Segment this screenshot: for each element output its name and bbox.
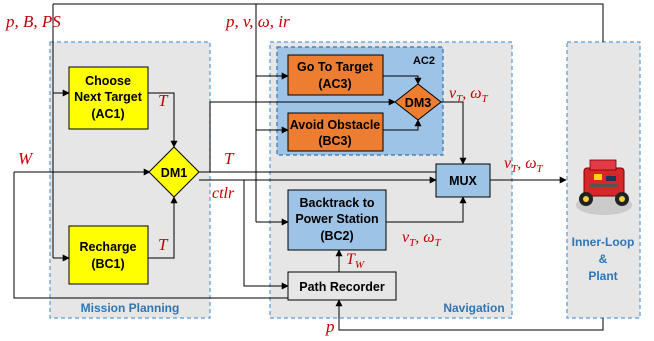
plant-label-line1: Inner-Loop	[572, 235, 635, 249]
path-recorder-label: Path Recorder	[299, 280, 385, 294]
plant-label-line2: &	[599, 252, 608, 266]
navigation-label: Navigation	[443, 301, 504, 315]
backtrack-block	[287, 189, 387, 251]
ac2-label: AC2	[413, 55, 435, 67]
avoid-to-dm3	[383, 119, 422, 131]
signal-ctlr: ctlr	[212, 185, 235, 202]
mission-planning-label: Mission Planning	[81, 301, 180, 315]
signal-vt-wt-backtrack: vT, ωT	[402, 229, 442, 249]
signal-p-bottom: p	[325, 317, 335, 336]
dm3-diamond	[394, 83, 442, 121]
backtrack-line1: Backtrack to	[299, 196, 374, 210]
signal-vt-wt-dm3: vT, ωT	[449, 85, 489, 105]
goto-line2: (AC3)	[318, 77, 351, 91]
signal-t-recharge: T	[158, 235, 169, 254]
recharge-line1: Recharge	[80, 240, 137, 254]
recharge-line2: (BC1)	[91, 257, 124, 271]
goto-to-dm3	[383, 75, 422, 85]
choose-line3: (AC1)	[91, 107, 124, 121]
signal-t-dm1: T	[224, 149, 235, 168]
avoid-line2: (BC3)	[318, 134, 351, 148]
recharge-block	[68, 225, 149, 285]
signal-vt-wt-output: vT, ωT	[504, 155, 544, 175]
signal-p-b-ps: p, B, PS	[5, 12, 61, 31]
plant-label-line3: Plant	[588, 269, 617, 283]
signal-w: W	[18, 149, 34, 168]
signal-tw: TW	[346, 251, 365, 271]
choose-to-dm1	[148, 92, 178, 148]
feedback-top-line	[53, 3, 604, 42]
robot-icon	[576, 159, 632, 215]
p-feedback-bottom	[335, 299, 604, 331]
mux-label: MUX	[449, 174, 477, 188]
choose-line1: Choose	[85, 74, 131, 88]
backtrack-to-mux	[386, 196, 467, 223]
goto-line1: Go To Target	[297, 60, 374, 74]
dm3-label: DM3	[405, 96, 431, 110]
choose-next-target-block	[68, 66, 149, 130]
dm1-to-dm3	[209, 98, 396, 172]
signal-p-v-w-ir: p, v, ω, ir	[225, 12, 290, 31]
path-recorder-block	[287, 271, 397, 301]
avoid-obstacle-block	[287, 112, 384, 152]
choose-line2: Next Target	[74, 90, 143, 104]
go-to-target-block	[287, 54, 384, 96]
dm1-label: DM1	[161, 166, 187, 180]
avoid-line1: Avoid Obstacle	[290, 118, 381, 132]
path-recorder-feedback	[13, 172, 288, 299]
mux-block	[435, 163, 491, 198]
recharge-to-dm1	[148, 196, 178, 259]
dm3-to-mux	[441, 101, 467, 165]
ctlr-to-path-recorder	[243, 180, 289, 290]
dm1-diamond	[148, 146, 200, 198]
backtrack-line2: Power Station	[295, 212, 378, 226]
signal-t-choose: T	[158, 91, 169, 110]
backtrack-line3: (BC2)	[320, 229, 353, 243]
